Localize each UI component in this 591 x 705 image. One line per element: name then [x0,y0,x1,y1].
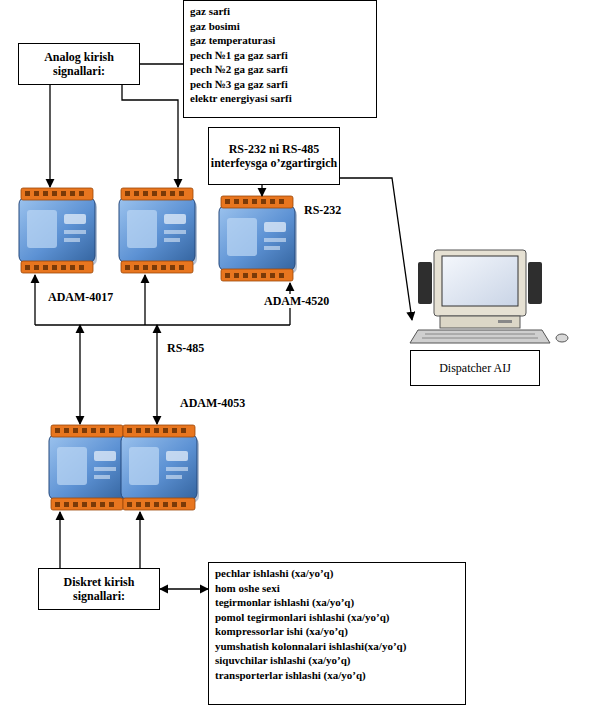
signal-item: pech №3 ga gaz sarfi [190,77,370,92]
box-text: Dispatcher AIJ [439,361,511,375]
signal-item: yumshatish kolonnalari ishlashi(xa/yo’q) [215,639,459,654]
screen [442,256,518,306]
adam-module [219,196,297,281]
group-box: Diskret kirish signallari: [38,568,160,610]
bus-line [35,324,290,325]
bus-arrow [156,325,157,424]
signal-item: gaz temperaturasi [190,33,370,48]
signal-arrow [59,512,60,568]
adam-module [19,188,97,273]
interface-label: RS-485 [165,341,206,355]
drive-slot [498,320,512,323]
signal-item: pech №1 ga gaz sarfi [190,48,370,63]
signal-item: pechlar ishlashi (xa/yo’q) [215,566,459,581]
signal-arrow [261,185,262,196]
signal-item: elektr energiyasi sarfi [190,91,370,106]
keyboard-keys [422,334,538,338]
signal-list-box: pechlar ishlashi (xa/yo’q)hom oshe sexit… [208,562,466,705]
adam-module [49,425,127,510]
adam-module [121,425,199,510]
box-text: Analog kirish signallari: [19,50,139,78]
converter-box: RS-232 ni RS-485 interfeysga o’zgartirgi… [208,127,340,185]
box-text: RS-232 ni RS-485 interfeysga o’zgartirgi… [209,142,339,170]
module-label: ADAM-4053 [178,396,247,410]
signal-item: pech №2 ga gaz sarfi [190,62,370,77]
signal-item: hom oshe sexi [215,581,459,596]
group-box: Analog kirish signallari: [18,43,140,85]
bus-arrow [144,275,145,325]
interface-label: RS-232 [302,203,343,217]
connector-line [140,63,183,64]
signal-arrow [49,85,50,187]
box-text: Diskret kirish signallari: [39,575,159,603]
signal-list-box: gaz sarfigaz bosimigaz temperaturasipech… [183,0,377,118]
signal-item: gaz bosimi [190,19,370,34]
monitor [434,250,526,316]
workstation-box: Dispatcher AIJ [410,350,540,386]
bus-arrow [79,325,80,424]
computer-illustration [410,250,568,343]
signal-arrow [340,178,412,320]
connector-line [160,588,208,589]
bus-arrow [34,275,35,325]
mouse [556,334,568,342]
system-unit [440,316,520,328]
module-label: ADAM-4017 [46,290,115,304]
signal-item: kompressorlar ishi (xa/yo’q) [215,624,459,639]
speaker [528,262,542,304]
signal-arrow [122,85,178,187]
signal-item: transporterlar ishlashi (xa/yo’q) [215,668,459,683]
module-label: ADAM-4520 [262,294,331,308]
keyboard [410,330,550,343]
signal-item: gaz sarfi [190,4,370,19]
signal-arrow [139,512,140,568]
speaker [418,262,432,304]
signal-item: pomol tegirmonlari ishlashi (xa/yo’q) [215,610,459,625]
adam-module [119,188,197,273]
signal-item: tegirmonlar ishlashi (xa/yo’q) [215,595,459,610]
signal-item: siquvchilar ishlashi (xa/yo’q) [215,653,459,668]
